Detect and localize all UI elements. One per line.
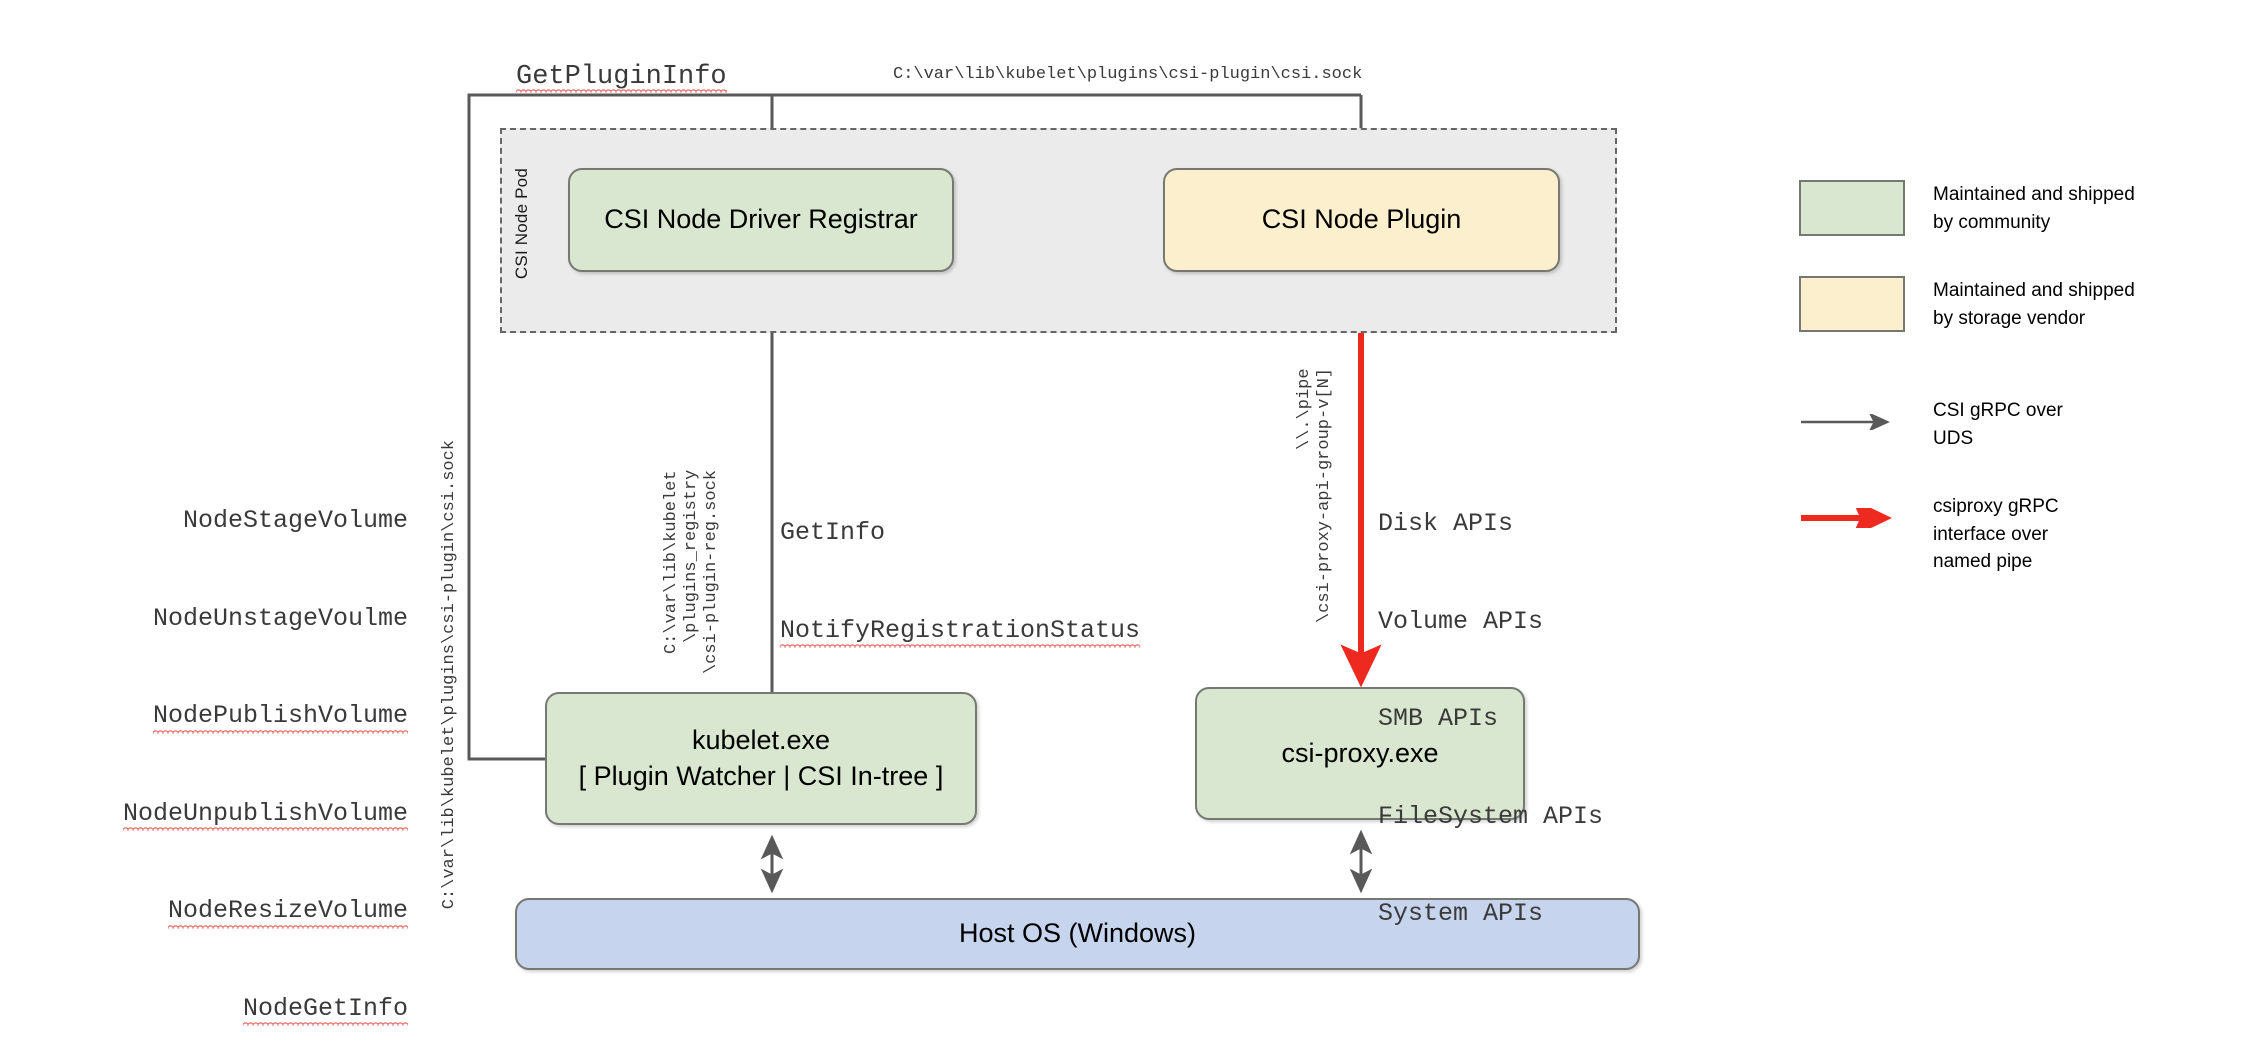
legend-label-community: Maintained and shipped by community: [1933, 184, 2135, 233]
list-item: Volume APIs: [1378, 606, 1603, 639]
legend-label-storage-vendor: Maintained and shipped by storage vendor: [1933, 280, 2135, 329]
node-kubelet-exe-label: kubelet.exe [ Plugin Watcher | CSI In-tr…: [579, 723, 944, 794]
edge-label-reg-sock-line-1: C:\var\lib\kubelet: [662, 470, 681, 654]
edge-label-csi-sock-top: C:\var\lib\kubelet\plugins\csi-plugin\cs…: [893, 65, 1363, 84]
node-host-os-label: Host OS (Windows): [958, 918, 1197, 949]
list-item: Disk APIs: [1378, 508, 1603, 541]
list-item: NodeGetInfo: [108, 993, 409, 1026]
edge-label-notify-registration-status: NotifyRegistrationStatus: [780, 615, 1141, 648]
edge-label-csi-sock-vertical: C:\var\lib\kubelet\plugins\csi-plugin\cs…: [440, 440, 459, 910]
csi-proxy-api-group-list: Disk APIs Volume APIs SMB APIs FileSyste…: [1378, 443, 1603, 996]
edge-label-reg-sock-line-3: \csi-plugin-reg.sock: [702, 470, 721, 675]
proxy-api-2: SMB APIs: [1378, 704, 1499, 733]
list-item: System APIs: [1378, 898, 1603, 931]
legend-label-csi-grpc-uds: CSI gRPC over UDS: [1933, 400, 2063, 449]
legend-item-storage-vendor: Maintained and shipped by storage vendor: [1799, 276, 2135, 332]
list-item: NodeUnstageVoulme: [108, 603, 408, 636]
legend-item-csi-grpc-uds: CSI gRPC over UDS: [1799, 396, 2063, 452]
node-api-5: NodeGetInfo: [242, 993, 409, 1026]
edge-label-get-plugin-info: GetPluginInfo: [516, 62, 727, 93]
legend-item-community: Maintained and shipped by community: [1799, 180, 2135, 236]
node-csi-node-driver-registrar-label: CSI Node Driver Registrar: [604, 204, 918, 235]
edge-label-reg-sock-line-2: \plugins_registry: [682, 470, 701, 644]
node-api-1: NodeUnstageVoulme: [152, 603, 408, 633]
list-item: NodePublishVolume: [108, 700, 409, 733]
node-csi-proxy-exe-label: csi-proxy.exe: [1281, 737, 1439, 768]
node-host-os[interactable]: Host OS (Windows): [515, 898, 1640, 970]
node-api-2: NodePublishVolume: [152, 700, 409, 733]
edge-label-named-pipe-vertical: \\.\pipe \csi-proxy-api-group-v[N]: [1295, 368, 1334, 623]
list-item: SMB APIs: [1378, 703, 1603, 736]
list-item: NodeUnpublishVolume: [108, 798, 409, 831]
csi-node-pod-label: CSI Node Pod: [512, 168, 531, 280]
node-kubelet-exe-line2: [ Plugin Watcher | CSI In-tree ]: [578, 760, 944, 791]
edge-label-registration-rpcs: GetInfo NotifyRegistrationStatus: [780, 452, 1141, 712]
legend-label-csiproxy-named-pipe: csiproxy gRPC interface over named pipe: [1933, 496, 2059, 573]
list-item: NodeResizeVolume: [108, 895, 409, 928]
node-kubelet-exe[interactable]: kubelet.exe [ Plugin Watcher | CSI In-tr…: [545, 692, 977, 825]
edge-label-registration-sock-vertical: C:\var\lib\kubelet \plugins_registry \cs…: [662, 470, 721, 674]
legend-item-csiproxy-named-pipe: csiproxy gRPC interface over named pipe: [1799, 492, 2059, 576]
node-csi-node-driver-registrar[interactable]: CSI Node Driver Registrar: [568, 168, 954, 272]
csi-node-service-api-list: NodeStageVolume NodeUnstageVoulme NodePu…: [108, 440, 409, 1044]
legend-arrow-red-icon: [1799, 492, 1905, 530]
edge-label-get-info: GetInfo: [780, 518, 886, 547]
node-api-3: NodeUnpublishVolume: [122, 798, 409, 831]
list-item: FileSystem APIs: [1378, 801, 1603, 834]
legend-swatch-green-icon: [1799, 180, 1905, 236]
node-api-4: NodeResizeVolume: [167, 895, 409, 928]
edge-label-named-pipe-line-2: \csi-proxy-api-group-v[N]: [1315, 368, 1334, 624]
proxy-api-0: Disk APIs: [1378, 509, 1514, 538]
node-csi-node-plugin-label: CSI Node Plugin: [1261, 204, 1462, 235]
proxy-api-1: Volume APIs: [1378, 606, 1544, 636]
proxy-api-4: System APIs: [1378, 899, 1544, 928]
legend-arrow-gray-icon: [1799, 396, 1905, 434]
node-api-0: NodeStageVolume: [182, 506, 408, 535]
proxy-api-3: FileSystem APIs: [1378, 801, 1604, 831]
edge-label-get-plugin-info-text: GetPluginInfo: [516, 62, 727, 93]
node-csi-node-plugin[interactable]: CSI Node Plugin: [1163, 168, 1560, 272]
node-csi-proxy-exe[interactable]: csi-proxy.exe: [1195, 687, 1525, 820]
legend-swatch-yellow-icon: [1799, 276, 1905, 332]
node-kubelet-exe-line1: kubelet.exe: [691, 724, 831, 755]
edge-label-named-pipe-line-1: \\.\pipe: [1295, 368, 1314, 450]
list-item: NodeStageVolume: [108, 505, 408, 538]
